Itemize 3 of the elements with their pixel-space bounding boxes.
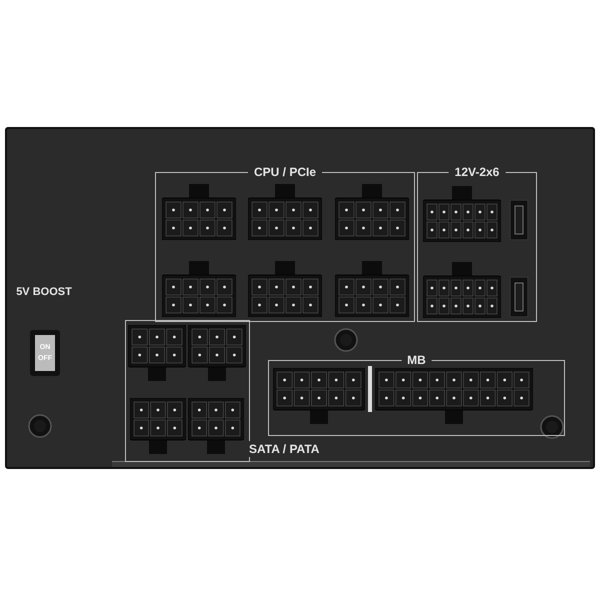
- rocker-switch: [30, 330, 60, 376]
- group-heading: SATA / PATA: [246, 441, 322, 457]
- switch-label: 5V BOOST: [15, 285, 73, 299]
